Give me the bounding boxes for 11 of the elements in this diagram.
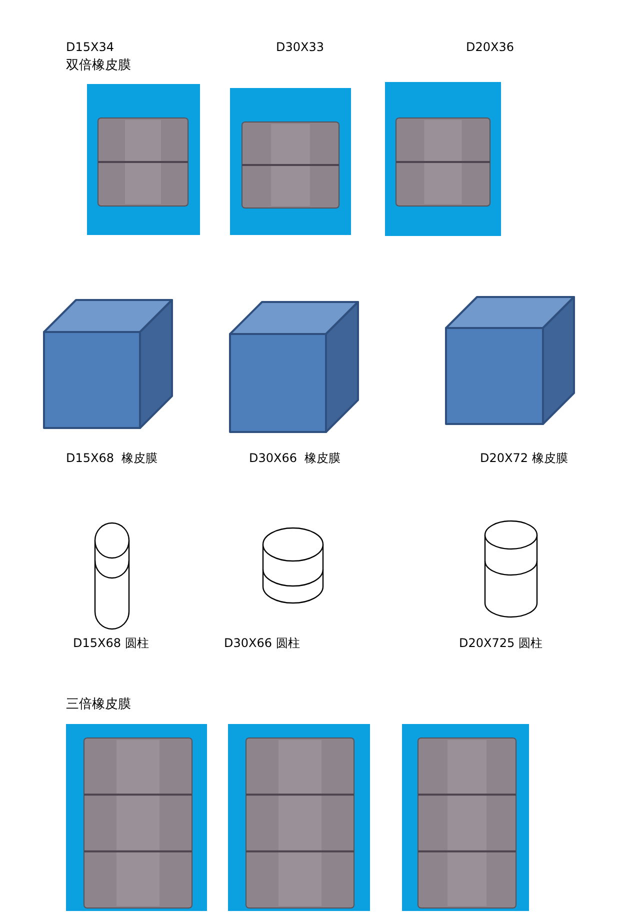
section-heading: 三倍橡皮膜: [66, 697, 131, 713]
section-heading: 双倍橡皮膜: [66, 58, 131, 74]
node-label: D15X34: [66, 40, 114, 54]
node-label: D20X725 圆柱: [459, 636, 542, 650]
node-label: D15X68 橡皮膜: [66, 451, 158, 465]
node-label: D30X66 圆柱: [224, 636, 300, 650]
node-label: D30X33: [276, 40, 324, 54]
node-label: D20X36: [466, 40, 514, 54]
node-label: D30X66 橡皮膜: [249, 451, 341, 465]
node-label: D15X68 圆柱: [73, 636, 149, 650]
node-label: D20X72 橡皮膜: [480, 451, 568, 465]
